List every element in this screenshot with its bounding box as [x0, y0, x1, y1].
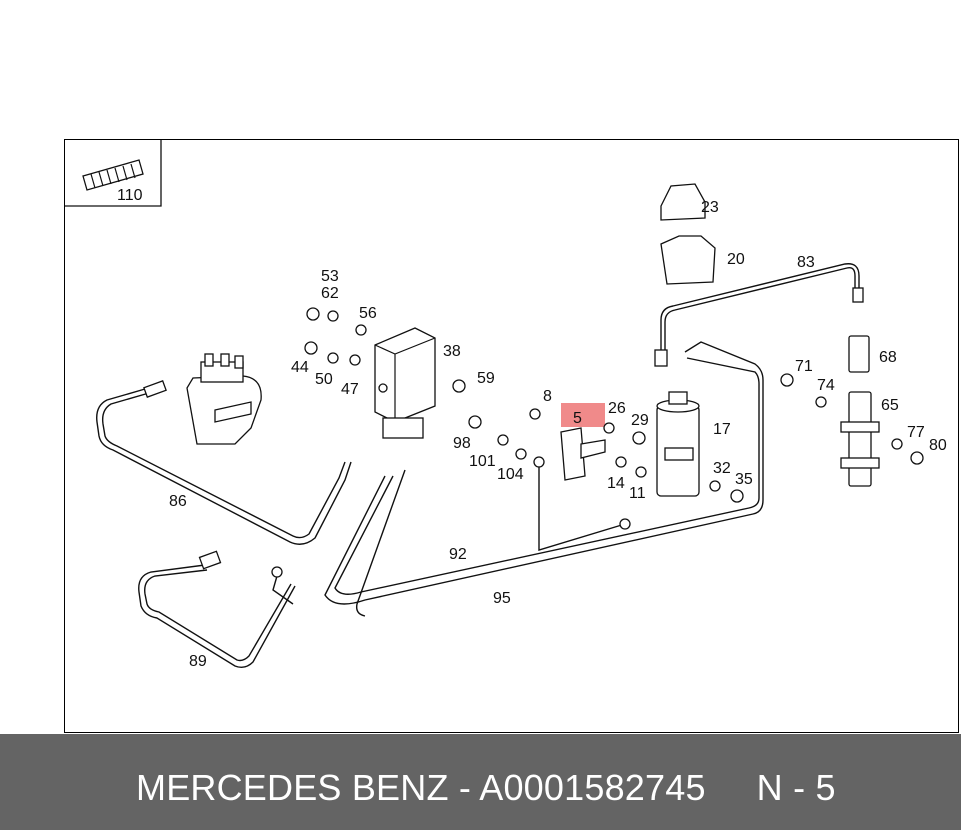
callout-20: 20 [727, 251, 745, 268]
callout-83: 83 [797, 254, 815, 271]
inset-box-110: 110 [65, 140, 162, 207]
callout-92: 92 [449, 546, 467, 563]
callout-56: 56 [359, 305, 377, 322]
callout-77: 77 [907, 424, 925, 441]
rotor-20-drawing [660, 235, 716, 285]
callout-104: 104 [497, 466, 524, 483]
callout-23: 23 [701, 199, 719, 216]
cap-23-drawing [660, 183, 706, 221]
callout-44: 44 [291, 359, 309, 376]
callout-29: 29 [631, 412, 649, 429]
callout-62: 62 [321, 285, 339, 302]
footer-bar [0, 734, 961, 830]
callout-68: 68 [879, 349, 897, 366]
callout-8: 8 [543, 388, 552, 405]
callout-14: 14 [607, 475, 625, 492]
callout-101: 101 [469, 453, 496, 470]
fasteners [304, 307, 924, 503]
cable-92-drawing [533, 456, 631, 551]
callout-59: 59 [477, 370, 495, 387]
cable-95-drawing [324, 341, 764, 617]
callout-17: 17 [713, 421, 731, 438]
parts-diagram: 110 [65, 140, 947, 670]
callout-50: 50 [315, 371, 333, 388]
callout-38: 38 [443, 343, 461, 360]
module-5-drawing [560, 403, 606, 481]
cable-86-drawing [96, 380, 352, 545]
inset-label-110: 110 [117, 187, 143, 204]
boot-110-icon [82, 159, 144, 191]
callout-5: 5 [573, 410, 582, 427]
part-68-drawing [848, 335, 870, 373]
ignition-coil-17-drawing [656, 391, 700, 497]
callout-74: 74 [817, 377, 835, 394]
callout-53: 53 [321, 268, 339, 285]
callout-11: 11 [629, 485, 646, 502]
callout-98: 98 [453, 435, 471, 452]
control-unit-38-drawing [374, 327, 436, 439]
callout-35: 35 [735, 471, 753, 488]
callout-47: 47 [341, 381, 359, 398]
highlight-5 [561, 403, 605, 427]
part-65-drawing [840, 391, 880, 487]
callout-26: 26 [608, 400, 626, 417]
parts-diagram-frame: 110 [64, 139, 959, 733]
cable-89-drawing [138, 550, 296, 669]
callout-71: 71 [795, 358, 813, 375]
callout-89: 89 [189, 653, 207, 670]
callout-86: 86 [169, 493, 187, 510]
footer-part-number: MERCEDES BENZ - A0001582745 N - 5 [136, 767, 836, 808]
cable-83-drawing [654, 263, 864, 367]
callout-95: 95 [493, 590, 511, 607]
callout-32: 32 [713, 460, 731, 477]
callout-65: 65 [881, 397, 899, 414]
distributor-drawing [186, 353, 262, 445]
callout-80: 80 [929, 437, 947, 454]
